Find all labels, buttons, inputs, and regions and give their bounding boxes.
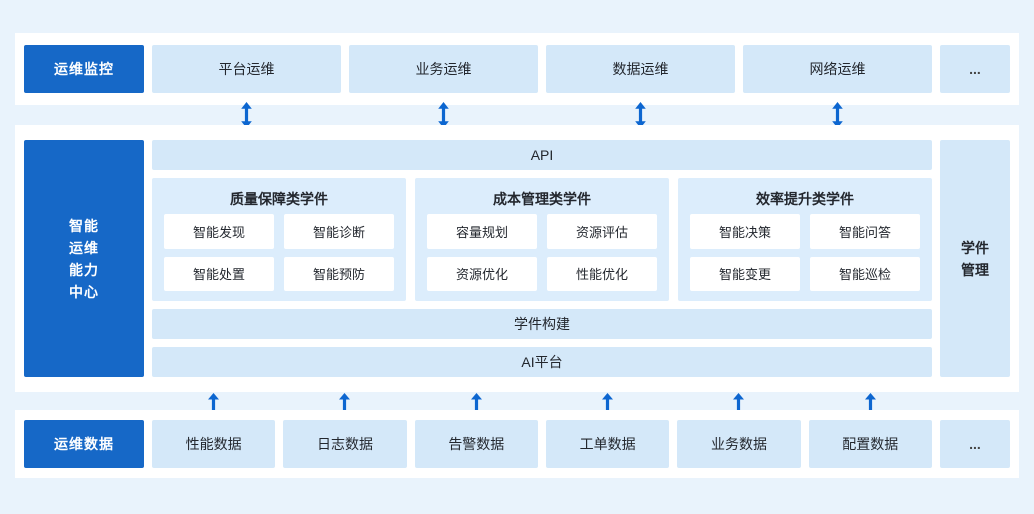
up-arrow-icon <box>283 392 406 410</box>
monitoring-center-arrow-row <box>15 102 1019 128</box>
double-arrow-icon <box>349 102 538 128</box>
group-title: 成本管理类学件 <box>493 191 591 207</box>
resource-evaluation-box: 资源评估 <box>547 214 657 249</box>
smart-decision-box: 智能决策 <box>690 214 800 249</box>
data-center-arrow-row <box>15 392 1019 410</box>
capability-center-panel: 智能 运维 能力 中心 API 质量保障类学件 智能发现 智能诊断 智能处置 智… <box>15 125 1019 392</box>
performance-data-box: 性能数据 <box>152 420 276 468</box>
capability-center-content: API 质量保障类学件 智能发现 智能诊断 智能处置 智能预防 成本管理类学件 <box>152 140 932 377</box>
efficiency-improvement-group: 效率提升类学件 智能决策 智能问答 智能变更 智能巡检 <box>678 178 932 301</box>
data-layer-row: 运维数据 性能数据 日志数据 告警数据 工单数据 业务数据 配置数据 ... <box>15 410 1019 478</box>
learnware-groups: 质量保障类学件 智能发现 智能诊断 智能处置 智能预防 成本管理类学件 容量规划… <box>152 178 932 301</box>
smart-handling-box: 智能处置 <box>164 256 274 291</box>
group-grid: 智能发现 智能诊断 智能处置 智能预防 <box>164 214 394 291</box>
smart-discovery-box: 智能发现 <box>164 214 274 249</box>
network-ops-box: 网络运维 <box>743 45 932 93</box>
monitoring-more-box: ... <box>940 45 1010 93</box>
quality-assurance-group: 质量保障类学件 智能发现 智能诊断 智能处置 智能预防 <box>152 178 406 301</box>
resource-optimization-box: 资源优化 <box>427 256 537 291</box>
group-title: 效率提升类学件 <box>756 191 854 207</box>
smart-inspection-box: 智能巡检 <box>810 256 920 291</box>
ticket-data-box: 工单数据 <box>545 420 670 468</box>
learnware-management-line: 学件 <box>961 239 989 256</box>
smart-diagnosis-box: 智能诊断 <box>284 214 394 249</box>
capability-center-row: 智能 运维 能力 中心 API 质量保障类学件 智能发现 智能诊断 智能处置 智… <box>15 125 1019 392</box>
capacity-planning-box: 容量规划 <box>427 214 537 249</box>
data-ops-box: 数据运维 <box>546 45 735 93</box>
platform-ops-box: 平台运维 <box>152 45 341 93</box>
capability-center-label: 智能 运维 能力 中心 <box>24 140 144 377</box>
group-grid: 智能决策 智能问答 智能变更 智能巡检 <box>690 214 920 291</box>
ai-platform-bar: AI平台 <box>152 347 932 377</box>
learnware-management-line: 管理 <box>961 261 989 278</box>
performance-optimization-box: 性能优化 <box>547 256 657 291</box>
data-more-box: ... <box>939 420 1010 468</box>
monitoring-layer-row: 运维监控 平台运维 业务运维 数据运维 网络运维 ... <box>15 33 1019 105</box>
monitoring-layer-panel: 运维监控 平台运维 业务运维 数据运维 网络运维 ... <box>15 33 1019 105</box>
double-arrow-icon <box>152 102 341 128</box>
business-ops-box: 业务运维 <box>349 45 538 93</box>
config-data-box: 配置数据 <box>808 420 932 468</box>
api-bar: API <box>152 140 932 170</box>
capability-center-label-line: 能力 <box>69 261 99 278</box>
data-layer-panel: 运维数据 性能数据 日志数据 告警数据 工单数据 业务数据 配置数据 ... <box>15 410 1019 478</box>
monitoring-layer-label: 运维监控 <box>24 45 144 93</box>
smart-change-box: 智能变更 <box>690 256 800 291</box>
smart-qa-box: 智能问答 <box>810 214 920 249</box>
up-arrow-icon <box>809 392 932 410</box>
double-arrow-icon <box>743 102 932 128</box>
capability-center-label-line: 运维 <box>69 239 99 256</box>
up-arrow-icon <box>677 392 800 410</box>
double-arrow-icon <box>546 102 735 128</box>
capability-center-label-line: 中心 <box>69 283 99 300</box>
group-grid: 容量规划 资源评估 资源优化 性能优化 <box>427 214 657 291</box>
cost-management-group: 成本管理类学件 容量规划 资源评估 资源优化 性能优化 <box>415 178 669 301</box>
business-data-box: 业务数据 <box>677 420 801 468</box>
learnware-management-box: 学件 管理 <box>940 140 1010 377</box>
capability-center-label-line: 智能 <box>69 217 99 234</box>
log-data-box: 日志数据 <box>283 420 407 468</box>
learnware-build-bar: 学件构建 <box>152 309 932 339</box>
up-arrow-icon <box>152 392 275 410</box>
up-arrow-icon <box>546 392 669 410</box>
alert-data-box: 告警数据 <box>414 420 538 468</box>
smart-prevention-box: 智能预防 <box>284 256 394 291</box>
up-arrow-icon <box>415 392 538 410</box>
data-layer-label: 运维数据 <box>24 420 144 468</box>
group-title: 质量保障类学件 <box>230 191 328 207</box>
